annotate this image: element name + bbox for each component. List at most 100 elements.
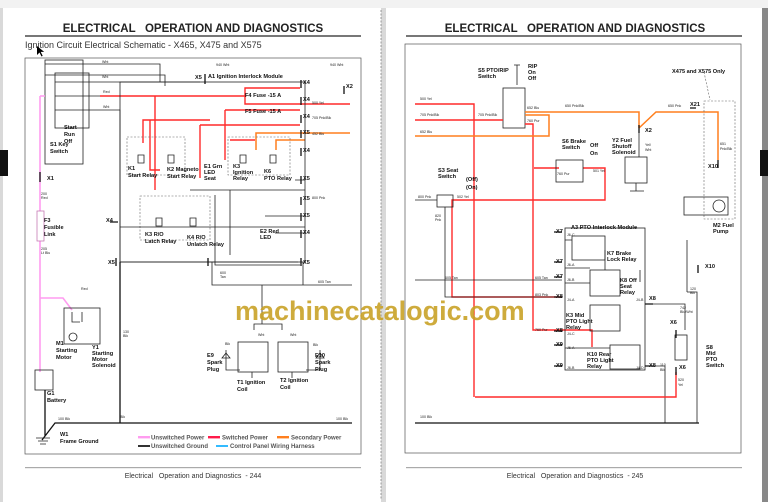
viewer-toolbar	[0, 0, 768, 8]
footer-rule	[25, 467, 361, 469]
component-label: Seat	[204, 176, 216, 182]
component-label: Seat	[620, 284, 632, 290]
wire-label: 520	[678, 378, 684, 382]
component-label: Unlatch Relay	[187, 242, 225, 248]
component-label: PTO Light	[566, 319, 593, 325]
wire-label: Blk	[123, 334, 128, 338]
component-label: E9	[207, 353, 214, 359]
wire-label: Wht	[103, 105, 109, 109]
component-label: Mid	[706, 351, 716, 357]
wire-label: 100 Blk	[336, 417, 348, 421]
wire-label: Blk	[313, 343, 318, 347]
component-label: Plug	[207, 367, 220, 373]
legend: Unswitched Power Switched Power Secondar…	[138, 436, 342, 450]
connector-label: X6	[670, 320, 677, 326]
legend-swatch-unswitched-ground	[138, 445, 150, 447]
wire-label: 205	[41, 247, 47, 251]
wire-label: 705 Pnk/Blk	[478, 113, 497, 117]
header-rule	[406, 35, 742, 37]
component-label: PTO	[706, 357, 718, 363]
component-label: Motor	[56, 355, 72, 361]
component-label: Relay	[566, 325, 582, 331]
component-label: Y2 Fuel	[612, 138, 632, 144]
connector-label: X1	[47, 176, 54, 182]
component-label: Y1	[92, 345, 99, 351]
wire-label: 652 Blu	[527, 106, 539, 110]
component-label: K8 Off	[620, 278, 637, 284]
legend-swatch-control-panel-harness	[216, 445, 228, 447]
component-label: K3 R/O	[145, 232, 164, 238]
wire-label: Lt Blu	[41, 251, 50, 255]
component-label: E2 Red	[260, 229, 280, 235]
component-label: X475 and X575 Only	[672, 69, 726, 75]
schematic-title: Ignition Circuit Electrical Schematic - …	[25, 40, 262, 50]
component-label: S5 PTO/RIP	[478, 68, 509, 74]
connector-label: X4	[303, 114, 311, 120]
wire-label: 605 Tan	[445, 276, 458, 280]
component-label: K3	[233, 164, 240, 170]
component-label: Start	[64, 125, 77, 131]
wire-label: Wht	[102, 75, 108, 79]
connector-label: X8	[649, 296, 656, 302]
wire-label: Yel	[678, 383, 683, 387]
component-label: F4 Fuse -15 A	[245, 93, 281, 99]
legend-swatch-unswitched-power	[138, 436, 150, 439]
pin-label: J6-A	[567, 346, 575, 350]
wire-label: 100 Blk	[420, 415, 432, 419]
connector-label: X10	[708, 164, 718, 170]
wire-label: 120	[690, 287, 696, 291]
right-page-footer: Electrical Operation and Diagnostics - 2…	[507, 473, 644, 480]
wire-label: 605 Tan	[535, 276, 548, 280]
component-label: Battery	[47, 398, 67, 404]
next-page-tab[interactable]	[760, 150, 768, 176]
legend-label: Unswitched Power	[151, 436, 205, 442]
wire-label: Red	[41, 196, 48, 200]
component-label: Shutoff	[612, 144, 632, 150]
right-schematic-frame	[404, 43, 742, 454]
prev-page-tab[interactable]	[0, 150, 8, 176]
component-label: LED	[204, 170, 215, 176]
component-label: On	[528, 70, 536, 76]
wire-label: Tan	[220, 275, 226, 279]
component-label: Link	[44, 232, 56, 238]
connector-label: X10	[705, 264, 715, 270]
component-label: LED	[260, 235, 271, 241]
wire-label: 650 Pnk/Blk	[565, 104, 584, 108]
wire-label: 820	[435, 214, 441, 218]
wire-label: 705 Pnk/Blk	[420, 113, 439, 117]
connector-label: X2	[346, 84, 353, 90]
connector-label: X9	[556, 342, 563, 348]
component-label: (On)	[466, 185, 478, 191]
wire-label: Blu/Wht	[680, 310, 693, 314]
connector-label: X7	[556, 274, 563, 280]
wire-label: Blk	[225, 342, 230, 346]
component-label: Run	[64, 132, 75, 138]
wire-label: Blk	[660, 368, 665, 372]
component-label: PTO Relay	[264, 176, 293, 182]
connector-label: X7	[556, 259, 563, 265]
legend-label: Secondary Power	[291, 436, 342, 442]
pin-label: J4-D	[636, 366, 644, 370]
connector-label: X4	[303, 230, 311, 236]
component-label: M1	[56, 341, 64, 347]
component-label: Fusible	[44, 225, 64, 231]
pin-label: J6-B	[567, 278, 575, 282]
component-label: Off	[64, 139, 72, 145]
component-label: A3 PTO Interlock Module	[571, 225, 637, 231]
pin-label: J6-B	[567, 366, 575, 370]
component-label: Off	[590, 143, 598, 149]
footer-rule	[406, 467, 742, 469]
connector-label: X5	[108, 260, 115, 266]
connector-label: X8	[649, 363, 656, 369]
component-label: T2 Ignition	[280, 378, 309, 384]
wire-label: 760 Pur	[527, 119, 540, 123]
pin-label: J4-C	[567, 332, 575, 336]
wire-label: 760 Pur	[557, 172, 570, 176]
left-page-footer: Electrical Operation and Diagnostics - 2…	[125, 473, 262, 480]
scrollbar[interactable]	[762, 8, 768, 502]
component-label: PTO Light	[587, 358, 614, 364]
component-label: Ignition	[233, 170, 254, 176]
component-label: Starting	[56, 348, 78, 354]
wire-label: 800 Pnk	[418, 195, 431, 199]
component-label: Relay	[587, 364, 603, 370]
